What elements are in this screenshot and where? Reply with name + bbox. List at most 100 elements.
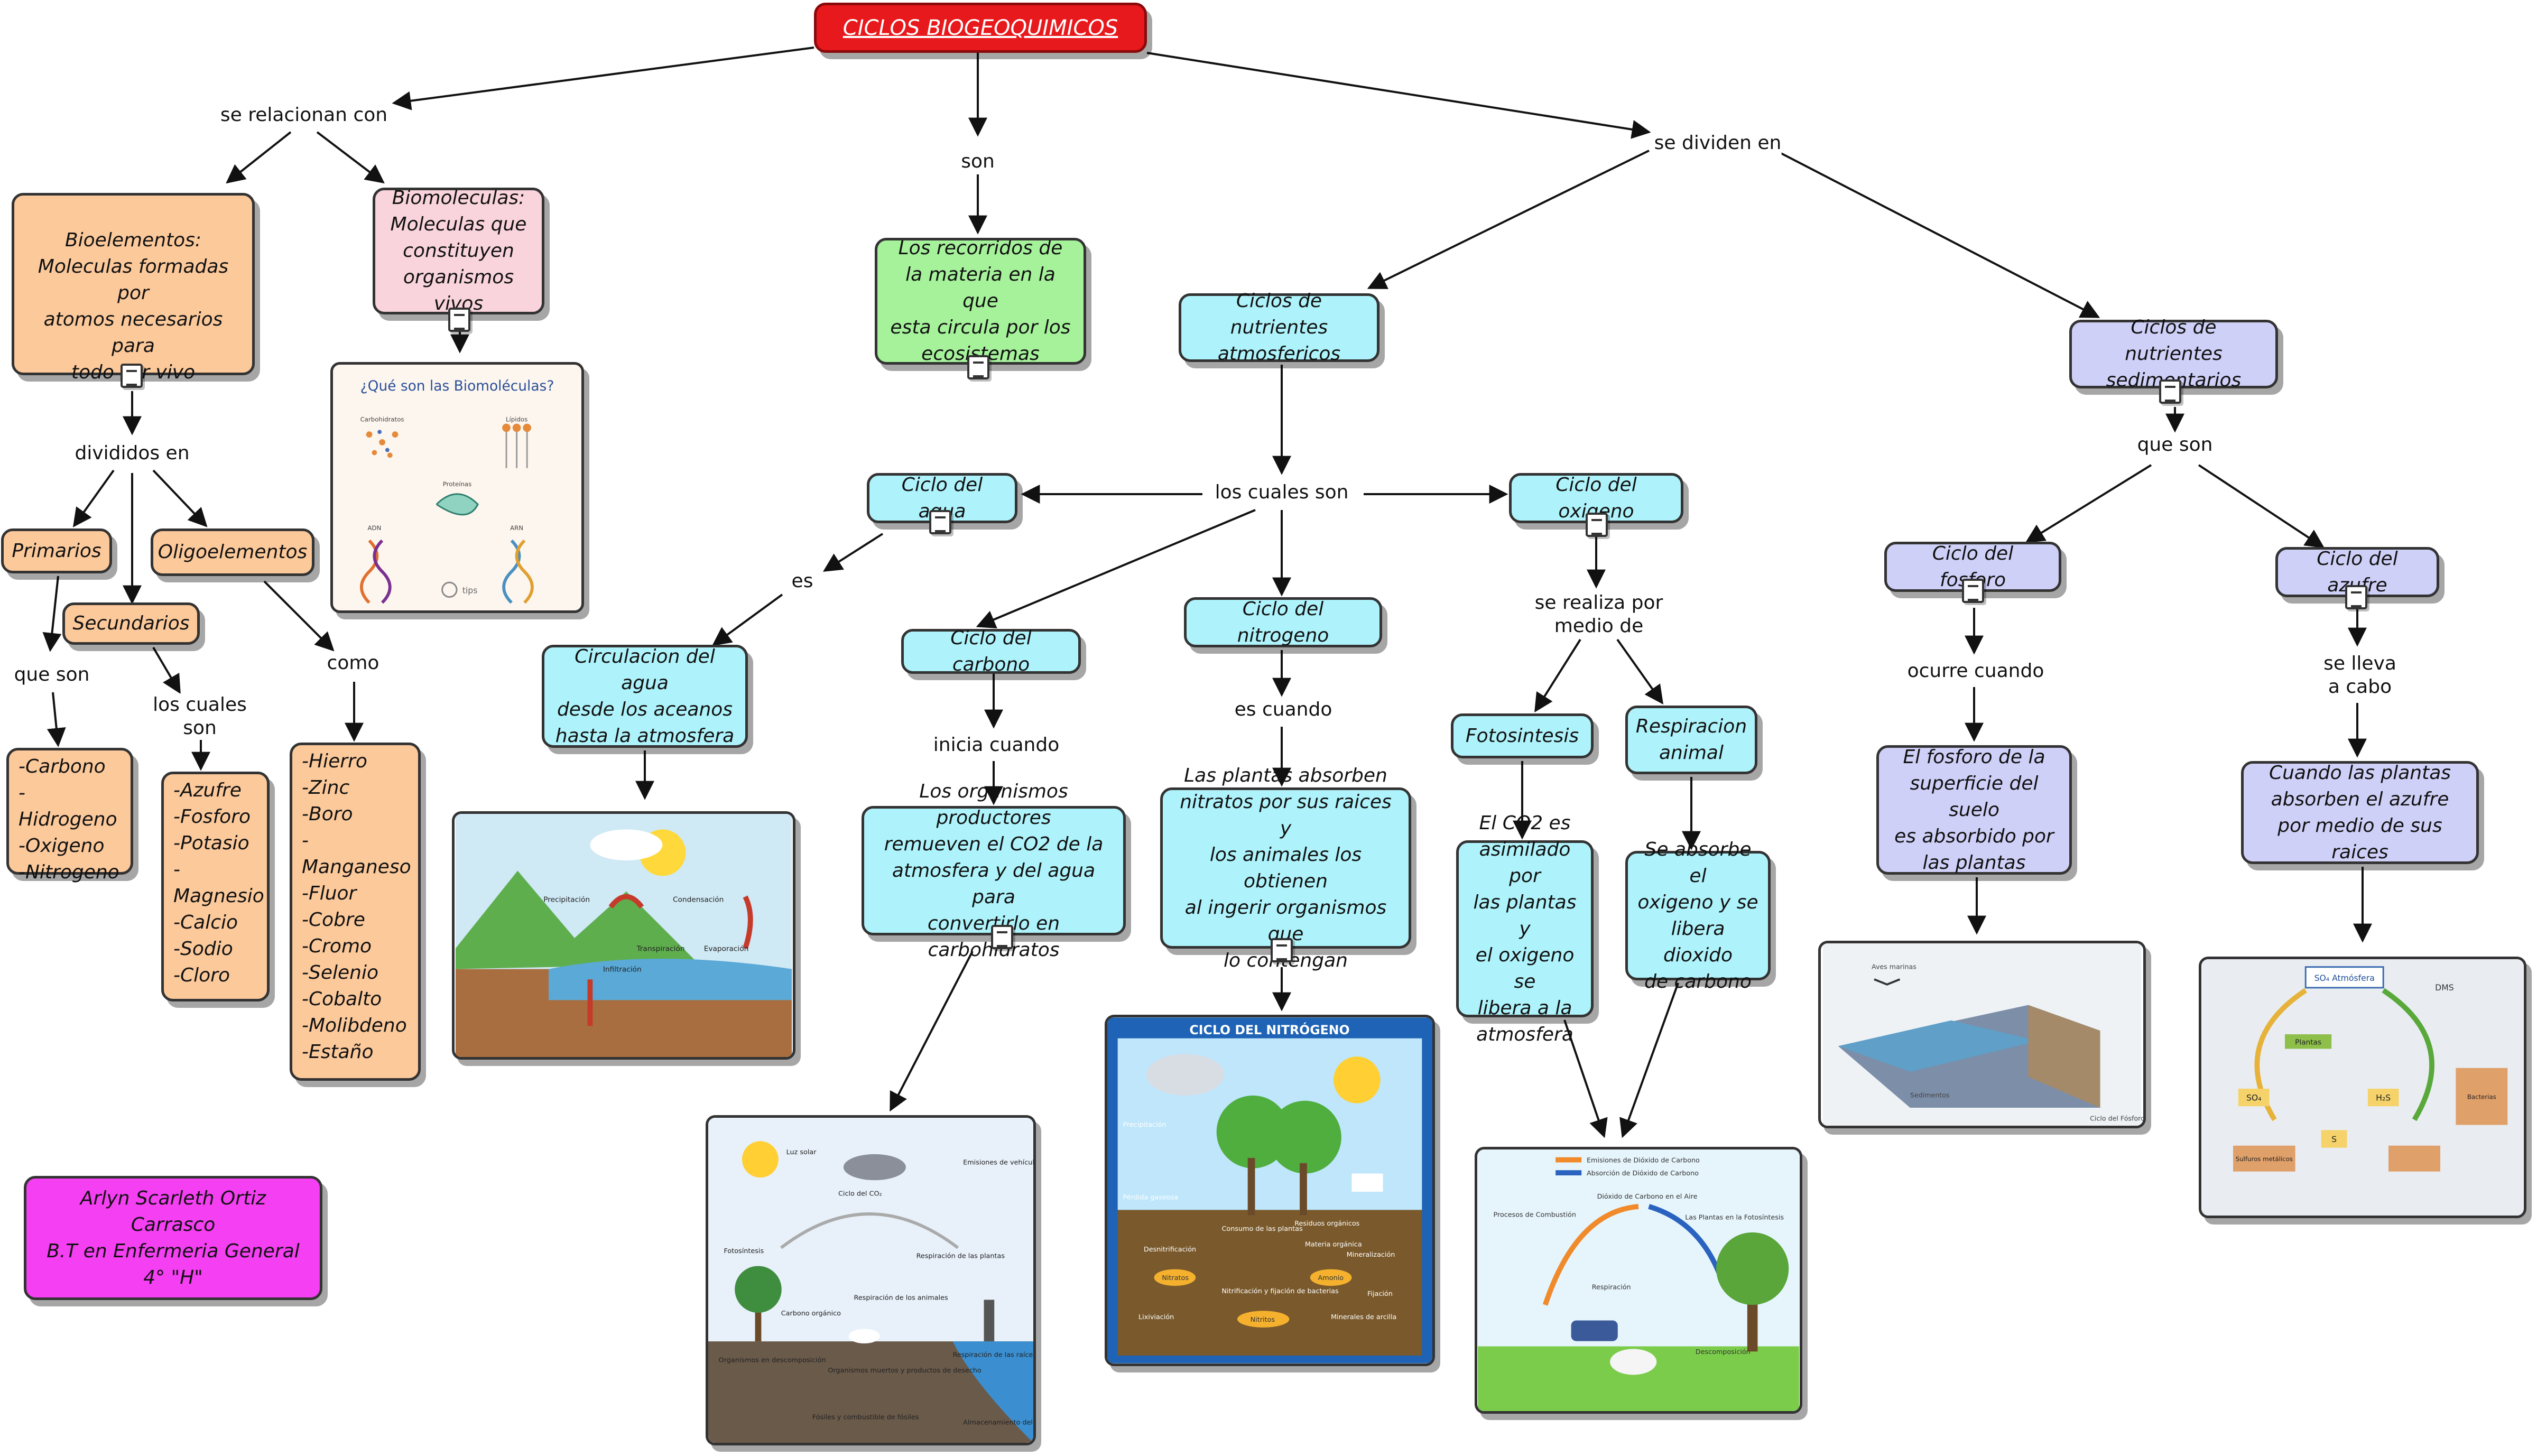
- svg-text:Nitratos: Nitratos: [1162, 1274, 1189, 1282]
- node-recorridos-materia[interactable]: Los recorridos de la materia en la que e…: [875, 237, 1086, 365]
- sulfur-cycle-image[interactable]: SO₄ Atmósfera DMS Plantas SO₄ H₂S S Bact…: [2199, 957, 2526, 1218]
- svg-text:Respiración de las raíces: Respiración de las raíces: [952, 1351, 1033, 1359]
- svg-text:Emisiones de Dióxido de Carbon: Emisiones de Dióxido de Carbono: [1587, 1157, 1700, 1165]
- main-title[interactable]: CICLOS BIOGEOQUIMICOS: [814, 3, 1147, 53]
- link-ocurre-cuando: ocurre cuando: [1907, 660, 2044, 683]
- node-ciclos-atmosfericos[interactable]: Ciclos de nutrientes atmosfericos: [1179, 290, 1379, 365]
- svg-text:H₂S: H₂S: [2376, 1092, 2391, 1102]
- link-se-dividen-en: se dividen en: [1654, 132, 1782, 155]
- svg-text:Fijación: Fijación: [1367, 1290, 1393, 1298]
- document-icon[interactable]: [2345, 585, 2367, 609]
- document-icon[interactable]: [121, 364, 143, 388]
- node-fotosintesis-descripcion[interactable]: El CO2 es asimilado por las plantas y el…: [1456, 812, 1594, 1045]
- svg-text:Nitritos: Nitritos: [1251, 1316, 1275, 1324]
- water-cycle-illustration: Precipitación Condensación Transpiración…: [455, 814, 792, 1057]
- node-agua-descripcion[interactable]: Circulacion del agua desde los aceanos h…: [542, 645, 748, 748]
- svg-text:Proteínas: Proteínas: [443, 480, 471, 488]
- svg-text:Pérdida gaseosa: Pérdida gaseosa: [1123, 1194, 1179, 1202]
- node-nitrogeno-descripcion[interactable]: Las plantas absorben nitratos por sus ra…: [1160, 765, 1411, 971]
- list-oligoelementos[interactable]: -Hierro -Zinc -Boro -Manganeso -Fluor -C…: [290, 743, 421, 1081]
- carbon-cycle-image[interactable]: Luz solar Ciclo del CO₂ Emisiones de veh…: [706, 1115, 1036, 1445]
- nitrogen-cycle-image[interactable]: CICLO DEL NITRÓGENO Precipitación Pérdid…: [1105, 1015, 1435, 1366]
- oxygen-cycle-image[interactable]: Emisiones de Dióxido de Carbono Absorció…: [1475, 1147, 1802, 1414]
- svg-text:Fósiles y combustible de fósil: Fósiles y combustible de fósiles: [812, 1414, 919, 1422]
- carbon-cycle-illustration: Luz solar Ciclo del CO₂ Emisiones de veh…: [708, 1118, 1033, 1443]
- node-bioelementos[interactable]: Bioelementos: Moleculas formadas por ato…: [12, 193, 255, 383]
- svg-text:Procesos de Combustión: Procesos de Combustión: [1494, 1211, 1576, 1219]
- node-carbono-descripcion[interactable]: Los organismos productores remueven el C…: [862, 781, 1126, 961]
- document-icon[interactable]: [1586, 513, 1608, 537]
- svg-text:Condensación: Condensación: [673, 895, 724, 904]
- node-azufre-descripcion[interactable]: Cuando las plantas absorben el azufre po…: [2241, 761, 2479, 864]
- oxygen-cycle-illustration: Emisiones de Dióxido de Carbono Absorció…: [1478, 1149, 1799, 1411]
- svg-text:ARN: ARN: [510, 524, 523, 532]
- svg-text:Organismos en descomposición: Organismos en descomposición: [719, 1356, 826, 1364]
- svg-text:ADN: ADN: [367, 524, 381, 532]
- nitrogen-cycle-illustration: CICLO DEL NITRÓGENO Precipitación Pérdid…: [1107, 1017, 1432, 1364]
- node-respiracion-animal[interactable]: Respiracion animal: [1625, 706, 1757, 774]
- document-icon[interactable]: [1271, 938, 1293, 962]
- node-fotosintesis[interactable]: Fotosintesis: [1451, 713, 1594, 758]
- svg-text:Descomposición: Descomposición: [1696, 1348, 1751, 1356]
- document-icon[interactable]: [448, 308, 470, 332]
- document-icon[interactable]: [2159, 379, 2181, 404]
- node-primarios[interactable]: Primarios: [1, 528, 112, 573]
- document-icon[interactable]: [991, 925, 1013, 949]
- svg-text:Aves marinas: Aves marinas: [1872, 963, 1916, 971]
- svg-text:SO₄ Atmósfera: SO₄ Atmósfera: [2314, 973, 2375, 983]
- node-fosforo-descripcion[interactable]: El fosforo de la superficie del suelo es…: [1876, 745, 2072, 875]
- document-icon[interactable]: [1962, 579, 1984, 603]
- link-inicia-cuando: inicia cuando: [933, 734, 1060, 757]
- svg-text:Desnitrificación: Desnitrificación: [1144, 1246, 1196, 1254]
- svg-text:Precipitación: Precipitación: [1123, 1121, 1166, 1129]
- link-es: es: [791, 570, 813, 593]
- svg-text:Fotosíntesis: Fotosíntesis: [724, 1247, 764, 1255]
- node-ciclos-sedimentarios[interactable]: Ciclos de nutrientes sedimentarios: [2069, 317, 2278, 391]
- node-oligoelementos[interactable]: Oligoelementos: [151, 528, 314, 576]
- link-son: son: [961, 150, 995, 173]
- svg-text:Evaporación: Evaporación: [704, 944, 749, 953]
- biomoleculas-image[interactable]: ¿Qué son las Biomoléculas? Carbohidratos…: [330, 362, 584, 613]
- link-se-realiza-por-medio-de: se realiza por medio de: [1534, 591, 1663, 638]
- biomoleculas-title: ¿Qué son las Biomoléculas?: [360, 378, 554, 394]
- link-se-relacionan-con: se relacionan con: [220, 104, 388, 127]
- svg-text:Plantas: Plantas: [2295, 1038, 2321, 1047]
- svg-text:Precipitación: Precipitación: [543, 895, 590, 904]
- node-respiracion-descripcion[interactable]: Se absorbe el oxigeno y se libera dioxid…: [1625, 839, 1771, 993]
- node-biomoleculas[interactable]: Biomoleculas: Moleculas que constituyen …: [373, 187, 544, 314]
- link-divididos-en: divididos en: [75, 442, 190, 465]
- link-como: como: [327, 652, 379, 675]
- node-ciclo-nitrogeno[interactable]: Ciclo del nitrogeno: [1184, 597, 1382, 647]
- node-secundarios[interactable]: Secundarios: [62, 602, 200, 645]
- nitrogen-title: CICLO DEL NITRÓGENO: [1189, 1023, 1349, 1037]
- svg-text:S: S: [2331, 1134, 2337, 1144]
- node-ciclo-agua[interactable]: Ciclo del agua: [867, 473, 1017, 523]
- phosphorus-cycle-illustration: Aves marinas Sedimentos Ciclo del Fósfor…: [1822, 943, 2143, 1126]
- list-primarios[interactable]: -Carbono -Hidrogeno -Oxigeno -Nitrogeno: [6, 748, 133, 883]
- svg-text:Carbono orgánico: Carbono orgánico: [781, 1310, 841, 1318]
- svg-text:Amonio: Amonio: [1318, 1274, 1344, 1282]
- link-es-cuando: es cuando: [1234, 698, 1332, 721]
- svg-text:Organismos muertos y productos: Organismos muertos y productos de desech…: [828, 1367, 982, 1375]
- svg-text:tips: tips: [462, 586, 478, 596]
- sulfur-cycle-illustration: SO₄ Atmósfera DMS Plantas SO₄ H₂S S Bact…: [2202, 959, 2523, 1216]
- svg-text:Dióxido de Carbono en el Aire: Dióxido de Carbono en el Aire: [1597, 1193, 1698, 1201]
- water-cycle-image[interactable]: Precipitación Condensación Transpiración…: [452, 811, 795, 1060]
- svg-text:Emisiones de vehículos y fábri: Emisiones de vehículos y fábricas: [963, 1159, 1033, 1167]
- document-icon[interactable]: [967, 355, 989, 379]
- svg-text:Absorción de Dióxido de Carbon: Absorción de Dióxido de Carbono: [1587, 1170, 1699, 1177]
- svg-text:Respiración: Respiración: [1592, 1284, 1631, 1292]
- svg-text:Luz solar: Luz solar: [786, 1148, 817, 1156]
- node-ciclo-carbono[interactable]: Ciclo del carbono: [901, 627, 1081, 675]
- document-icon[interactable]: [929, 510, 951, 534]
- svg-text:Minerales de arcilla: Minerales de arcilla: [1331, 1313, 1396, 1321]
- author-box[interactable]: Arlyn Scarleth Ortiz Carrasco B.T en Enf…: [24, 1176, 322, 1300]
- phosphorus-cycle-image[interactable]: Aves marinas Sedimentos Ciclo del Fósfor…: [1818, 941, 2146, 1128]
- svg-text:Materia orgánica: Materia orgánica: [1305, 1240, 1362, 1248]
- svg-text:Lixiviación: Lixiviación: [1138, 1313, 1174, 1321]
- svg-text:Respiración de las plantas: Respiración de las plantas: [916, 1253, 1005, 1260]
- svg-text:Nitrificación y fijación de ba: Nitrificación y fijación de bacterias: [1221, 1287, 1339, 1295]
- list-secundarios[interactable]: -Azufre -Fosforo -Potasio -Magnesio -Cal…: [161, 772, 270, 1001]
- svg-text:Almacenamiento del océano: Almacenamiento del océano: [963, 1419, 1033, 1427]
